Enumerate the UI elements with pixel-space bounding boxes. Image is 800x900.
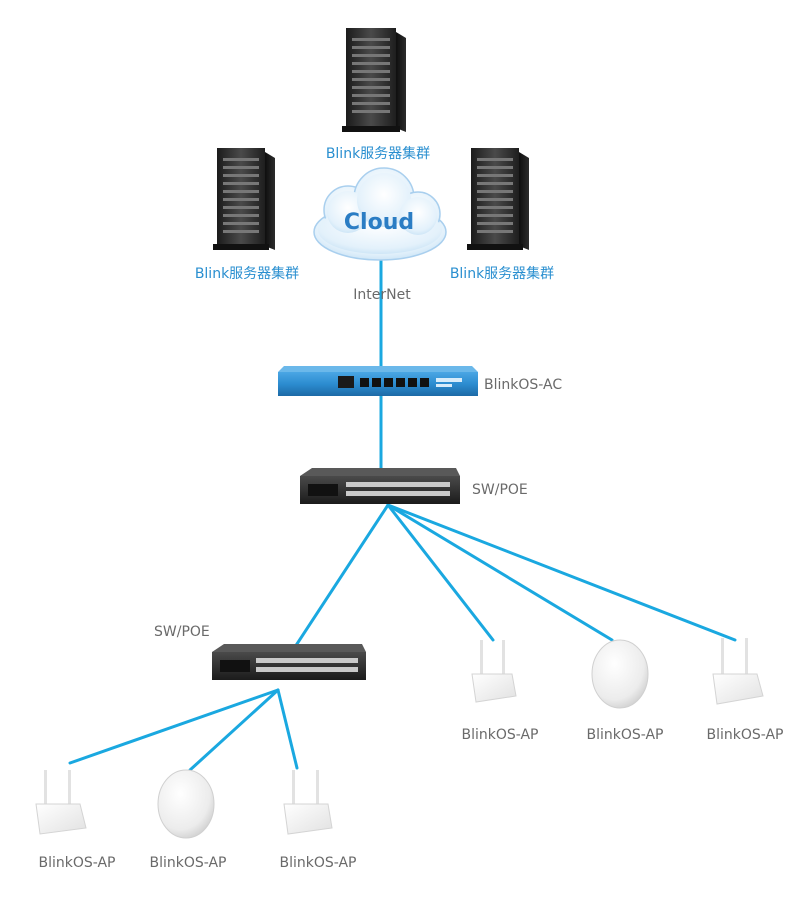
server-rack-icon: [467, 148, 529, 250]
link-switch2-ap-1: [68, 688, 280, 765]
link-switch-ap-6: [386, 503, 737, 642]
ac-controller-label: BlinkOS-AC: [484, 377, 562, 393]
ceiling-ap-icon: [591, 639, 649, 709]
link-switch-ap-4: [386, 503, 495, 642]
ap-label: BlinkOS-AP: [461, 727, 538, 743]
internet-label: InterNet: [353, 287, 411, 303]
wireless-router-icon: [283, 770, 333, 835]
ap-label: BlinkOS-AP: [279, 855, 356, 871]
ap-label: BlinkOS-AP: [586, 727, 663, 743]
switch-label: SW/POE: [154, 624, 210, 640]
switch-label: SW/POE: [472, 482, 528, 498]
cloud-title: Cloud: [344, 210, 414, 235]
wireless-router-icon: [712, 638, 764, 705]
server-label: Blink服务器集群: [450, 265, 554, 282]
ceiling-ap-icon: [157, 769, 215, 839]
ap-label: BlinkOS-AP: [38, 855, 115, 871]
cloud-icon: [313, 167, 447, 261]
wireless-router-icon: [471, 640, 517, 703]
server-rack-icon: [342, 28, 406, 132]
ac-controller-icon: [278, 366, 478, 396]
wireless-router-icon: [35, 770, 87, 835]
server-label: Blink服务器集群: [195, 265, 299, 282]
poe-switch-icon: [212, 644, 366, 680]
server-label: Blink服务器集群: [326, 145, 430, 162]
server-rack-icon: [213, 148, 275, 250]
link-switch-ap-5: [386, 503, 614, 642]
ap-label: BlinkOS-AP: [706, 727, 783, 743]
ap-label: BlinkOS-AP: [149, 855, 226, 871]
link-switch2-ap-2: [188, 688, 280, 772]
link-switch2-ap-3: [276, 688, 299, 770]
link-switch-switch: [291, 503, 390, 652]
connection-links: [68, 256, 737, 772]
poe-switch-icon: [300, 468, 460, 504]
